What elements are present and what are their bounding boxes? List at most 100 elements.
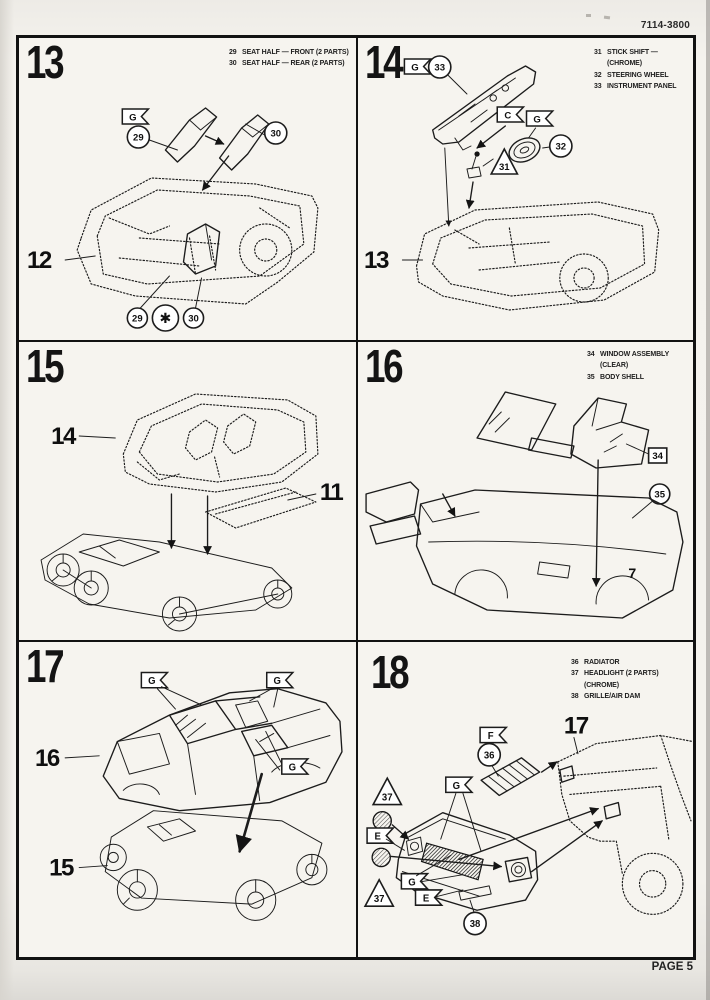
step-number-18: 18 bbox=[371, 646, 410, 698]
car-body-drawing bbox=[557, 734, 693, 915]
ref-label-15: 15 bbox=[49, 855, 108, 882]
svg-text:37: 37 bbox=[382, 792, 393, 803]
part-callout-32: 32 bbox=[542, 134, 573, 158]
paint-flag-e: E bbox=[414, 889, 444, 906]
part-callout-38: 38 bbox=[463, 899, 487, 936]
step-number-16: 16 bbox=[365, 340, 404, 392]
window-assembly-drawing bbox=[476, 391, 650, 469]
ref-label-12: 12 bbox=[27, 247, 96, 274]
paint-flag-g: G bbox=[281, 758, 310, 775]
svg-text:F: F bbox=[488, 731, 494, 742]
part-callout-34: 34 bbox=[625, 443, 668, 464]
step-14-illustration: G 33 C bbox=[364, 55, 660, 311]
parts-list-13: 29 SEAT HALF — FRONT (2 PARTS) 30 SEAT H… bbox=[229, 47, 349, 70]
assembly-arrow bbox=[476, 125, 507, 149]
parts-row: 32 STEERING WHEEL bbox=[594, 71, 669, 79]
svg-text:11: 11 bbox=[320, 479, 344, 506]
scan-speck bbox=[586, 14, 591, 17]
parts-row: 31 STICK SHIFT — (CHROME) bbox=[594, 49, 658, 68]
floor-panel-drawing bbox=[204, 487, 317, 529]
stick-shift-drawing bbox=[466, 151, 482, 179]
ref-label-11: 11 bbox=[287, 479, 345, 506]
part-callout-36: 36 bbox=[477, 742, 502, 777]
parts-row: 37 HEADLIGHT (2 PARTS) (CHROME) bbox=[571, 670, 659, 689]
svg-text:13: 13 bbox=[364, 247, 389, 274]
svg-text:G: G bbox=[533, 115, 540, 126]
svg-text:29: 29 bbox=[133, 133, 144, 144]
step-13-illustration: G 29 30 bbox=[27, 107, 319, 332]
step-number-17: 17 bbox=[26, 640, 65, 692]
parts-row: 29 SEAT HALF — FRONT (2 PARTS) bbox=[229, 49, 349, 56]
ref-label-14: 14 bbox=[51, 423, 116, 450]
flag-leader bbox=[440, 792, 482, 852]
svg-text:G: G bbox=[274, 676, 281, 687]
assembly-arrow bbox=[530, 820, 603, 873]
steps-grid: 13 29 SEAT HALF — FRONT (2 PARTS) 30 SEA… bbox=[16, 35, 696, 960]
rolling-chassis-drawing bbox=[40, 533, 293, 632]
svg-text:37: 37 bbox=[374, 894, 385, 905]
panel-step-17: 17 G bbox=[19, 642, 358, 957]
assembly-arrow bbox=[201, 155, 230, 191]
part-callout-30: 30 bbox=[245, 121, 288, 145]
panel-step-15: 15 14 11 bbox=[19, 342, 358, 642]
step-number-15: 15 bbox=[26, 340, 65, 392]
svg-text:G: G bbox=[408, 877, 415, 888]
panel-step-16: 16 34 WINDOW ASSEMBLY (CLEAR) 35 BODY SH… bbox=[358, 342, 693, 642]
headlight-part-lower bbox=[371, 847, 503, 871]
scan-speck bbox=[603, 15, 611, 20]
svg-text:17: 17 bbox=[564, 712, 589, 739]
svg-text:✱: ✱ bbox=[160, 311, 172, 327]
part-callout-35: 35 bbox=[631, 483, 671, 519]
part-callout-37-upper: 37 bbox=[371, 776, 403, 806]
body-shell-drawing bbox=[365, 481, 684, 619]
parts-row: 38 GRILLE/AIR DAM bbox=[571, 692, 641, 700]
step-15-illustration: 14 11 bbox=[40, 393, 345, 632]
panel-step-13: 13 29 SEAT HALF — FRONT (2 PARTS) 30 SEA… bbox=[19, 38, 358, 342]
paint-flag-f: F bbox=[479, 726, 509, 744]
paint-flag-g: G bbox=[265, 671, 295, 689]
part-callout-29: 29 bbox=[126, 125, 178, 151]
ref-label-7: 7 bbox=[628, 565, 636, 581]
part-callout-37-lower: 37 bbox=[363, 878, 395, 908]
svg-text:32: 32 bbox=[555, 142, 566, 153]
svg-text:G: G bbox=[289, 762, 296, 773]
parts-row: 35 BODY SHELL bbox=[587, 373, 644, 381]
svg-text:C: C bbox=[504, 111, 511, 122]
svg-text:G: G bbox=[129, 113, 136, 124]
svg-text:35: 35 bbox=[654, 490, 665, 501]
svg-text:30: 30 bbox=[270, 129, 281, 140]
paint-flag-g: G bbox=[403, 58, 433, 75]
parts-row: 30 SEAT HALF — REAR (2 PARTS) bbox=[229, 60, 345, 68]
chassis-tub-drawing bbox=[415, 201, 660, 311]
body-shell-drawing bbox=[102, 688, 343, 812]
svg-text:33: 33 bbox=[434, 63, 445, 74]
flag-leader bbox=[528, 127, 537, 139]
chassis-tub-drawing bbox=[76, 177, 319, 305]
panel-step-14: 14 31 STICK SHIFT — (CHROME) 32 STEERING… bbox=[358, 38, 693, 342]
ref-label-13: 13 bbox=[364, 247, 424, 274]
parts-row: 34 WINDOW ASSEMBLY (CLEAR) bbox=[587, 351, 670, 370]
svg-text:38: 38 bbox=[470, 919, 481, 930]
panel-step-18: 18 36 RADIATOR 37 HEADLIGHT (2 PARTS) (C… bbox=[358, 642, 693, 957]
radiator-drawing bbox=[480, 757, 541, 797]
part-callout-33: 33 bbox=[427, 55, 468, 95]
scan-edge-shadow bbox=[706, 0, 710, 1000]
parts-list-14: 31 STICK SHIFT — (CHROME) 32 STEERING WH… bbox=[594, 47, 693, 92]
page-number: PAGE 5 bbox=[651, 961, 693, 973]
paint-flag-g: G bbox=[121, 108, 151, 125]
svg-text:30: 30 bbox=[188, 314, 199, 325]
svg-text:36: 36 bbox=[484, 750, 495, 761]
paint-flag-c: C bbox=[496, 106, 526, 123]
assembly-arrow bbox=[458, 807, 599, 861]
svg-text:14: 14 bbox=[51, 423, 77, 450]
svg-text:12: 12 bbox=[27, 247, 52, 274]
flag-leader bbox=[385, 838, 405, 851]
installed-part-callouts: 29 ✱ 30 bbox=[126, 275, 205, 332]
step-17-illustration: G G G 16 bbox=[35, 671, 343, 921]
flag-leader bbox=[255, 730, 283, 771]
assembly-arrow bbox=[540, 761, 558, 773]
assembly-arrow bbox=[465, 181, 475, 209]
flag-leader bbox=[416, 854, 464, 883]
svg-text:15: 15 bbox=[49, 855, 74, 882]
